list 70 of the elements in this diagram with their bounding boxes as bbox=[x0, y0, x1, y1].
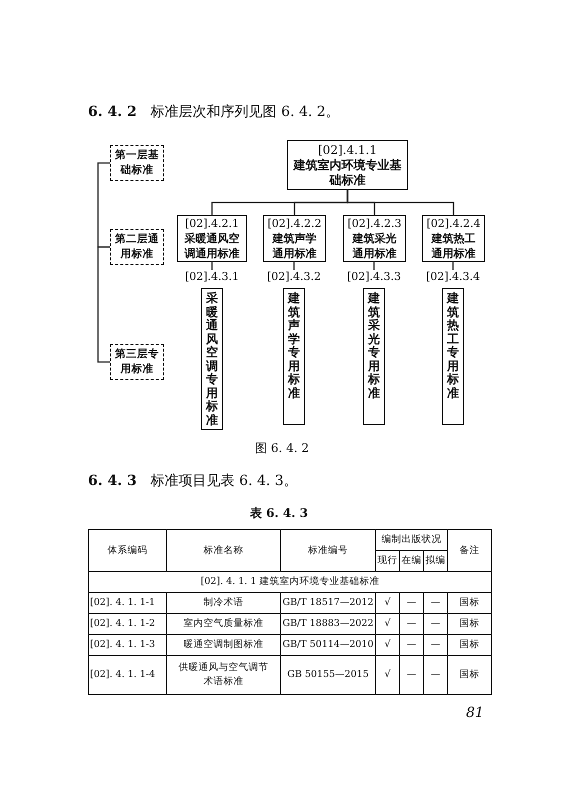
header-cell: 标准名称 bbox=[166, 530, 280, 572]
table-cell: GB/T 18883—2022 bbox=[280, 614, 376, 634]
table-cell: √ bbox=[376, 592, 400, 614]
table-cell: [02]. 4. 1. 1-1 bbox=[88, 592, 166, 614]
standard-title: 建筑室内环境专业基础标准 bbox=[292, 158, 402, 188]
table-cell: 国标 bbox=[448, 656, 492, 694]
connector-line bbox=[97, 246, 110, 363]
figure-caption: 图 6. 4. 2 bbox=[255, 440, 309, 457]
standard-code: [02].4.2.3 bbox=[347, 216, 402, 231]
table-cell: — bbox=[400, 634, 424, 656]
vertical-standard-box: 建筑采光专用标准 bbox=[363, 288, 385, 425]
header-cell: 体系编码 bbox=[88, 530, 166, 572]
standard-code: [02].4.2.4 bbox=[426, 216, 481, 231]
standard-box bbox=[287, 140, 408, 190]
standard-code: [02].4.3.4 bbox=[424, 270, 482, 284]
section-heading: 6. 4. 3 标准项目见表 6. 4. 3。 bbox=[88, 472, 298, 490]
standard-box bbox=[177, 215, 247, 262]
table-cell: GB 50155—2015 bbox=[280, 656, 376, 694]
table-cell: 暖通空调制图标准 bbox=[166, 634, 280, 656]
standard-code: [02].4.2.1 bbox=[184, 216, 240, 231]
table-cell: √ bbox=[376, 634, 400, 656]
table-cell: — bbox=[424, 592, 448, 614]
table-cell: 国标 bbox=[448, 592, 492, 614]
standard-box bbox=[422, 215, 485, 262]
connector-line bbox=[97, 162, 110, 248]
standard-box bbox=[343, 215, 406, 262]
table-cell: [02]. 4. 1. 1-2 bbox=[88, 614, 166, 634]
table-cell: √ bbox=[376, 614, 400, 634]
table-cell: 国标 bbox=[448, 634, 492, 656]
header-cell: 编制出版状况 bbox=[376, 530, 448, 550]
table-cell: — bbox=[424, 614, 448, 634]
table-cell: — bbox=[400, 592, 424, 614]
standard-title: 建筑采光通用标准 bbox=[351, 231, 398, 261]
standard-code: [02].4.1.1 bbox=[318, 142, 377, 158]
table-cell: 室内空气质量标准 bbox=[166, 614, 280, 634]
standard-title: 第一层基础标准 bbox=[114, 148, 160, 178]
table-cell: GB/T 50114—2010 bbox=[280, 634, 376, 656]
standard-code: [02].4.3.3 bbox=[346, 270, 402, 284]
standard-title: 建筑声学通用标准 bbox=[271, 231, 318, 261]
standard-code: [02].4.3.2 bbox=[266, 270, 322, 284]
table-cell: [02]. 4. 1. 1-3 bbox=[88, 634, 166, 656]
table-cell: √ bbox=[376, 656, 400, 694]
table-cell: 制冷术语 bbox=[166, 592, 280, 614]
group-row-cell: [02]. 4. 1. 1 建筑室内环境专业基础标准 bbox=[88, 572, 492, 592]
standard-box bbox=[263, 215, 326, 262]
standard-title: 第三层专用标准 bbox=[114, 347, 160, 377]
table-cell: — bbox=[400, 656, 424, 694]
header-cell: 在编 bbox=[400, 550, 424, 572]
vertical-standard-box: 建筑热工专用标准 bbox=[442, 288, 464, 425]
table-cell: — bbox=[400, 614, 424, 634]
table-cell: [02]. 4. 1. 1-4 bbox=[88, 656, 166, 694]
section-heading: 6. 4. 2 标准层次和序列见图 6. 4. 2。 bbox=[88, 103, 340, 121]
header-cell: 标准编号 bbox=[280, 530, 376, 572]
page-number: 81 bbox=[466, 705, 484, 721]
standard-title: 建筑热工通用标准 bbox=[430, 231, 476, 261]
table-cell: 国标 bbox=[448, 614, 492, 634]
standard-title: 第二层通用标准 bbox=[114, 232, 160, 262]
table-cell: GB/T 18517—2012 bbox=[280, 592, 376, 614]
table-cell: 供暖通风与空气调节术语标准 bbox=[166, 656, 280, 694]
table-cell: — bbox=[424, 634, 448, 656]
vertical-standard-box: 建筑声学专用标准 bbox=[283, 288, 305, 425]
vertical-standard-box: 采暖通风空调专用标准 bbox=[201, 288, 223, 430]
table-title: 表 6. 4. 3 bbox=[250, 505, 308, 522]
header-cell: 备注 bbox=[448, 530, 492, 572]
table-cell: — bbox=[424, 656, 448, 694]
standard-code: [02].4.2.2 bbox=[267, 216, 322, 231]
standard-title: 采暖通风空调通用标准 bbox=[183, 231, 240, 261]
header-cell: 现行 bbox=[376, 550, 400, 572]
connector-line bbox=[346, 190, 454, 215]
standard-code: [02].4.3.1 bbox=[184, 270, 240, 284]
